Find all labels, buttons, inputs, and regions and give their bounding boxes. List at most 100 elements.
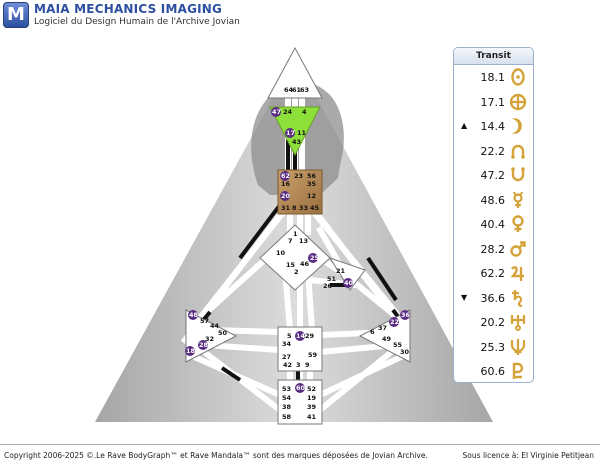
gate-21: 21	[336, 267, 346, 275]
gate-29: 29	[305, 332, 315, 340]
transit-row-venus[interactable]: 40.4	[454, 212, 533, 237]
transit-row-earth[interactable]: 17.1	[454, 90, 533, 115]
gate-46: 46	[300, 260, 310, 268]
gate-18: 18	[186, 347, 196, 355]
gate-14: 14	[296, 332, 306, 340]
bodygraph-chart: 64 61 63 47 24 4 17 11 43 62 23 56 16 35…	[95, 46, 493, 425]
gate-6: 6	[370, 328, 375, 336]
gate-15: 15	[286, 261, 296, 269]
gate-30: 30	[400, 348, 410, 356]
gate-12: 12	[307, 192, 316, 200]
transit-row-pluto[interactable]: 60.6	[454, 359, 533, 382]
gate-48: 48	[189, 311, 199, 319]
saturn-icon	[512, 289, 523, 307]
gate-64: 64	[284, 86, 294, 94]
transit-value: 48.6	[480, 193, 506, 207]
gate-31: 31	[281, 204, 291, 212]
gate-52: 52	[307, 385, 316, 393]
copyright-text: Copyright 2006-2025 ©.Le Rave BodyGraph™…	[4, 451, 428, 460]
gate-34: 34	[282, 340, 292, 348]
gate-28: 28	[199, 341, 209, 349]
transit-value: 28.2	[480, 242, 506, 256]
transit-row-uranus[interactable]: 20.2	[454, 310, 533, 335]
gate-badges	[185, 107, 410, 393]
transit-row-jupiter[interactable]: 62.2	[454, 261, 533, 286]
pluto-icon	[512, 362, 524, 379]
gate-5: 5	[287, 332, 292, 340]
gate-17: 17	[286, 129, 295, 137]
gate-61: 61	[292, 86, 302, 94]
gate-57: 57	[200, 317, 209, 325]
transit-list: 18.1 17.1 ▲ 14.4 22.2 47.2 48.6	[454, 65, 533, 382]
gate-11: 11	[297, 129, 307, 137]
gate-9: 9	[305, 361, 310, 369]
gate-58: 58	[282, 413, 292, 421]
transit-row-neptune[interactable]: 25.3	[454, 335, 533, 360]
gate-1: 1	[293, 230, 298, 238]
transit-row-mercury[interactable]: 48.6	[454, 188, 533, 213]
transit-row-moon[interactable]: ▲ 14.4	[454, 114, 533, 139]
transit-row-sun[interactable]: 18.1	[454, 65, 533, 90]
gate-23: 23	[294, 172, 303, 180]
gate-62: 62	[281, 172, 290, 180]
transit-value: 47.2	[480, 169, 506, 182]
app-header: M MAIA MECHANICS IMAGING Logiciel du Des…	[0, 0, 600, 30]
north-node-icon	[511, 144, 525, 159]
neptune-icon	[510, 338, 526, 355]
transit-value: 18.1	[480, 71, 506, 84]
venus-icon	[512, 215, 524, 232]
gate-4: 4	[302, 108, 307, 116]
gate-47: 47	[272, 108, 281, 116]
status-footer: Copyright 2006-2025 ©.Le Rave BodyGraph™…	[0, 444, 600, 466]
gate-8: 8	[292, 204, 297, 212]
gate-49: 49	[382, 335, 392, 343]
transit-panel: Transit 18.1 17.1 ▲ 14.4 22.2 47.2	[453, 47, 534, 383]
gate-13: 13	[299, 237, 308, 245]
transit-value: 25.3	[480, 340, 506, 354]
gate-19: 19	[307, 394, 317, 402]
gate-25: 25	[310, 254, 320, 262]
gate-56: 56	[307, 172, 317, 180]
gate-37: 37	[378, 324, 387, 332]
moon-icon	[514, 118, 522, 134]
gate-44: 44	[210, 322, 220, 330]
mercury-icon	[513, 191, 523, 208]
transit-value: 17.1	[480, 95, 506, 109]
gate-42: 42	[283, 361, 292, 369]
transit-row-saturn[interactable]: ▼ 36.6	[454, 286, 533, 311]
earth-icon	[509, 93, 527, 110]
ajna-center	[269, 106, 321, 157]
direction-up-icon: ▲	[461, 121, 468, 130]
app-logo: M	[3, 2, 29, 28]
gate-7: 7	[288, 237, 293, 245]
root-center	[277, 379, 323, 425]
gate-43: 43	[292, 138, 301, 146]
south-node-icon	[511, 167, 525, 182]
gate-36: 36	[401, 311, 411, 319]
app-subtitle: Logiciel du Design Humain de l'Archive J…	[34, 17, 240, 27]
gate-24: 24	[283, 108, 293, 116]
transit-value: 20.2	[480, 316, 506, 329]
gate-10: 10	[276, 249, 286, 257]
gate-50: 50	[218, 329, 228, 337]
transit-value: 36.6	[480, 291, 506, 305]
transit-value: 62.2	[480, 267, 506, 280]
mars-icon	[510, 240, 526, 257]
sacral-center	[277, 326, 323, 372]
g-center	[259, 224, 331, 291]
gate-63: 63	[300, 86, 309, 94]
gate-16: 16	[281, 180, 291, 188]
transit-row-north-node[interactable]: 22.2	[454, 139, 533, 164]
gate-55: 55	[393, 341, 403, 349]
gate-26: 26	[323, 282, 333, 290]
license-text: Sous licence à: El Virginie Petitjean	[462, 451, 594, 460]
gate-35: 35	[307, 180, 317, 188]
transit-row-mars[interactable]: 28.2	[454, 237, 533, 262]
app-title: MAIA MECHANICS IMAGING	[34, 2, 223, 16]
gate-32: 32	[205, 335, 214, 343]
uranus-icon	[510, 315, 526, 331]
spleen-center	[185, 309, 238, 363]
gate-39: 39	[307, 403, 317, 411]
gate-40: 40	[344, 279, 354, 287]
transit-row-south-node[interactable]: 47.2	[454, 163, 533, 188]
